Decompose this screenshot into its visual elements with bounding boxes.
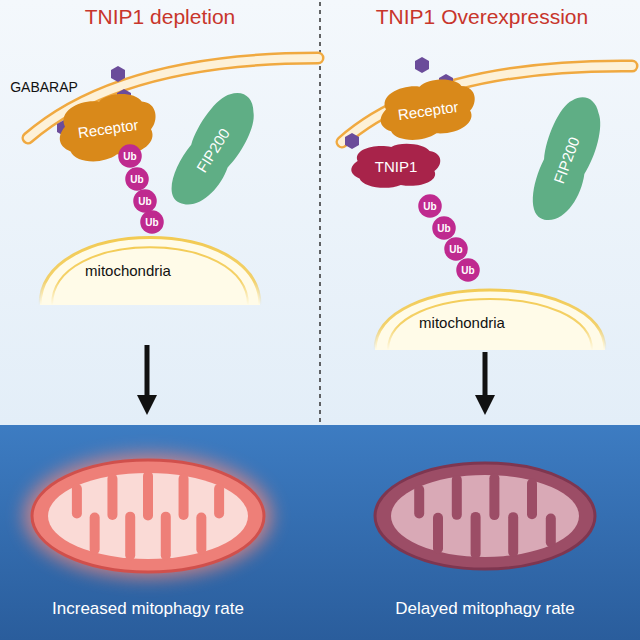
gabarap-label: GABARAP: [10, 79, 78, 95]
receptor-node: Receptor: [51, 85, 166, 171]
ubiquitin-label: Ub: [437, 223, 450, 234]
bottom-band: [0, 425, 640, 640]
mitochondrion-inner: [391, 475, 579, 557]
ubiquitin-label: Ub: [145, 217, 158, 228]
mitochondrion: [32, 460, 264, 572]
down-arrow: [483, 352, 488, 405]
organelle-label: mitochondria: [85, 262, 171, 279]
ubiquitin-label: Ub: [130, 174, 143, 185]
ubiquitin-node: Ub: [125, 167, 149, 191]
ubiquitin-node: Ub: [456, 258, 480, 282]
ubiquitin-node: Ub: [444, 237, 468, 261]
ubiquitin-label: Ub: [449, 244, 462, 255]
mitochondrion: [375, 463, 595, 569]
mitochondrion: [40, 238, 260, 306]
ubiquitin-node: Ub: [133, 189, 157, 213]
ubiquitin-label: Ub: [461, 265, 474, 276]
mitochondrion-glow: [24, 454, 272, 578]
down-arrow: [145, 345, 150, 405]
ubiquitin-node: Ub: [418, 194, 442, 218]
divider: [319, 2, 321, 424]
mitochondrion-inner: [52, 247, 248, 305]
outcome-caption: Delayed mitophagy rate: [395, 599, 575, 619]
top-ground: [0, 0, 640, 425]
tnip1-label: TNIP1: [375, 158, 418, 175]
outcome-caption: Increased mitophagy rate: [52, 599, 244, 619]
ubiquitin-label: Ub: [123, 151, 136, 162]
cristae: [72, 471, 224, 560]
tnip1-node: TNIP1: [348, 141, 444, 191]
ubiquitin-node: Ub: [140, 210, 164, 234]
cristae: [414, 473, 556, 559]
ubiquitin-node: Ub: [432, 216, 456, 240]
organelle-label: mitochondria: [419, 314, 505, 331]
mitochondrion-inner: [388, 299, 592, 350]
panel-title: TNIP1 Overexpression: [376, 5, 588, 29]
ubiquitin-label: Ub: [138, 196, 151, 207]
mitochondrion: [375, 290, 605, 350]
ubiquitin-label: Ub: [423, 201, 436, 212]
ubiquitin-node: Ub: [118, 144, 142, 168]
panel-title: TNIP1 depletion: [85, 5, 236, 29]
